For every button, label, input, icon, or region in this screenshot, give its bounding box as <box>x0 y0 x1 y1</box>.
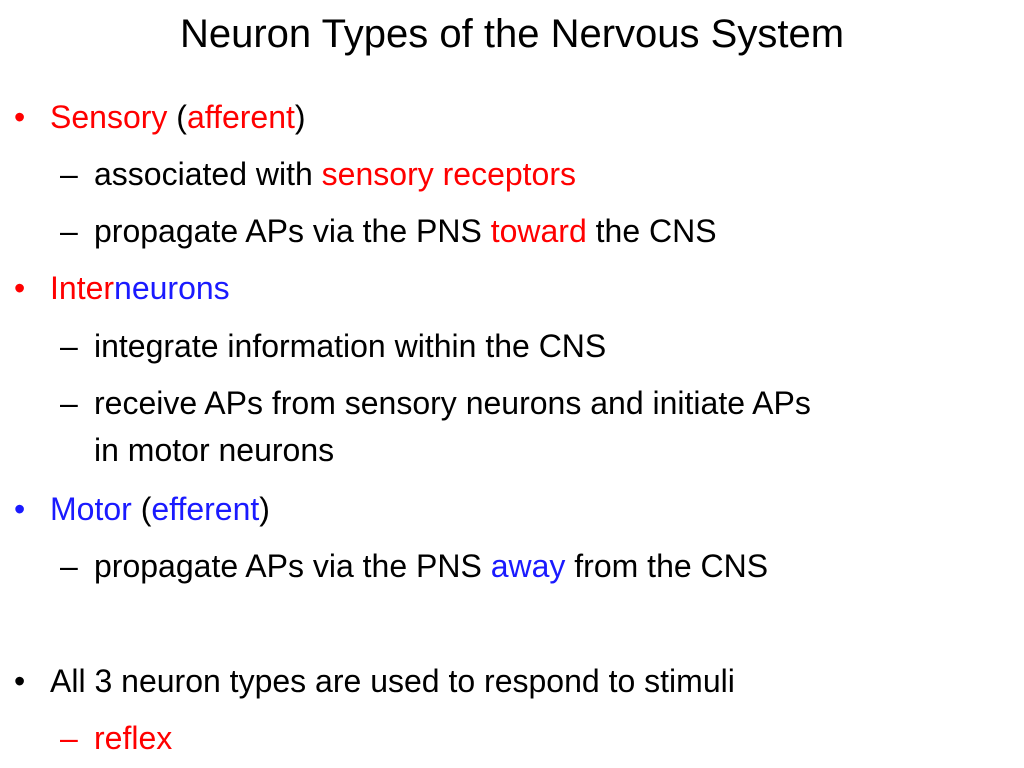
dash-marker: – <box>60 385 78 421</box>
bullet-heading-sensory: Sensory <box>50 99 168 135</box>
term-efferent: efferent <box>151 491 260 527</box>
term-sensory-receptors: sensory receptors <box>321 156 576 192</box>
slide-title: Neuron Types of the Nervous System <box>179 12 845 56</box>
term-away: away <box>490 548 566 584</box>
dash-marker: – <box>60 156 78 192</box>
term-toward: toward <box>490 213 587 249</box>
dash-marker: – <box>60 213 78 249</box>
dash-marker: – <box>60 720 78 756</box>
list-item-continuation: in motor neurons <box>94 432 335 468</box>
term-afferent: afferent <box>186 99 295 135</box>
bullet-marker: • <box>14 491 26 527</box>
bullet-marker: • <box>14 99 26 135</box>
bullet-marker: • <box>14 270 26 306</box>
term-inter: Inter <box>50 270 115 306</box>
bullet-heading-motor: Motor <box>50 491 132 527</box>
term-reflex: reflex <box>94 720 173 756</box>
bullet-heading-all-types: All 3 neuron types are used to respond t… <box>50 663 735 699</box>
dash-marker: – <box>60 328 78 364</box>
term-neurons: neurons <box>114 270 230 306</box>
bullet-marker: • <box>14 663 26 699</box>
dash-marker: – <box>60 548 78 584</box>
